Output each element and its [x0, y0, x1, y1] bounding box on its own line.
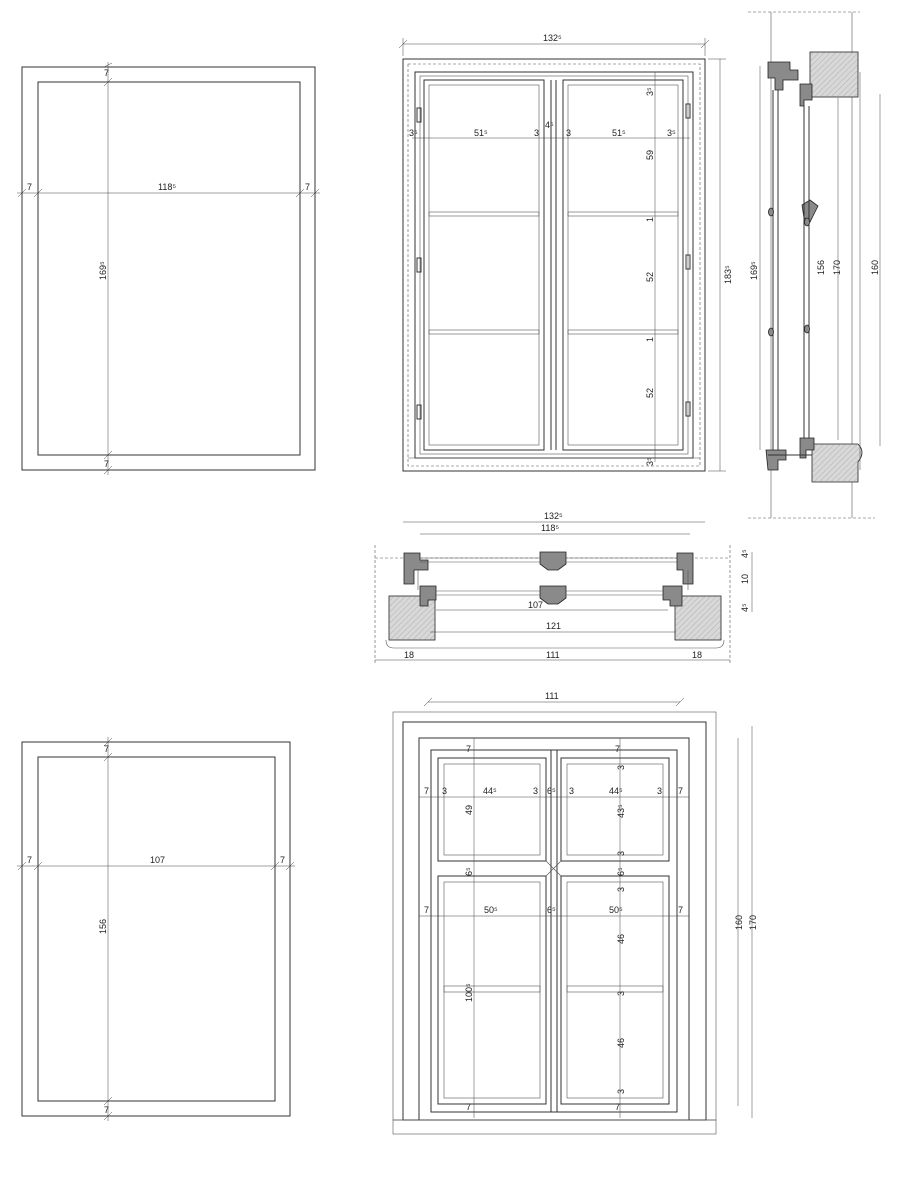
elev-b-r-u1: 3	[616, 765, 626, 770]
elev-b-l2: 3	[442, 786, 447, 796]
hsec-dim-d3: 4⁵	[740, 603, 750, 612]
plan-a-dim-height: 169⁵	[98, 261, 108, 280]
elev-b-mid-r: 6⁵	[616, 867, 626, 876]
elev-a-bar-2: 1	[645, 337, 655, 342]
elev-b-l1: 7	[424, 786, 429, 796]
plan-a-dim-right: 7	[305, 182, 310, 192]
elev-b-r-u2: 43⁵	[616, 804, 626, 818]
elev-a-sash-right: 51⁵	[612, 128, 626, 138]
hsec-dim-w2: 118⁵	[541, 523, 559, 533]
elev-b-top-l: 7	[466, 744, 471, 754]
elev-b-l8: 3	[657, 786, 662, 796]
plan-b-dim-width: 107	[150, 855, 165, 865]
elev-b-m2: 50⁵	[484, 905, 498, 915]
elev-a-top-margin: 3⁵	[645, 87, 655, 96]
elev-a-pane-1: 59	[645, 150, 655, 160]
vertical-section: 169⁵ 156 170 160	[748, 11, 881, 519]
elev-b-overall-width: 111	[545, 691, 559, 701]
elev-b-r-u3: 3	[616, 851, 626, 856]
elev-b-v-lower: 100⁵	[464, 983, 474, 1002]
plan-a-dim-bottom: 7	[104, 459, 109, 469]
vsec-dim-h3: 170	[832, 260, 842, 275]
elevation-b-casement: 111 7 7 7 7 7 3 44⁵ 3 6⁵	[392, 691, 758, 1135]
elevation-a-casement: 132⁵ 3⁵ 51⁵ 3 4⁵ 3 51⁵ 3⁵	[398, 33, 733, 472]
elev-a-left-margin: 3⁵	[409, 128, 418, 138]
elev-b-top-r: 7	[615, 744, 620, 754]
hsec-dim-w3: 107	[528, 600, 543, 610]
elev-a-jamb-b: 3	[566, 128, 571, 138]
elev-b-mid-l: 6⁵	[464, 867, 474, 876]
elev-a-overall-height: 183⁵	[723, 265, 733, 284]
horizontal-section: 132⁵ 118⁵ 107 121 18 11	[374, 511, 753, 665]
hsec-dim-s2: 111	[546, 650, 560, 660]
hsec-dim-d2: 10	[740, 574, 750, 584]
elev-b-v-upper: 49	[464, 805, 474, 815]
hsec-dim-w4: 121	[546, 621, 561, 631]
vsec-dim-h4: 160	[870, 260, 880, 275]
elev-b-l6: 3	[569, 786, 574, 796]
elev-a-pane-3: 52	[645, 388, 655, 398]
elev-b-h-160: 160	[734, 915, 744, 930]
plan-b-dim-left: 7	[27, 855, 32, 865]
elev-b-r-l4: 3	[616, 1089, 626, 1094]
elev-b-m3: 6⁵	[547, 905, 556, 915]
hsec-dim-w1: 132⁵	[544, 511, 563, 521]
elev-a-jamb-a: 3	[534, 128, 539, 138]
elev-b-l3: 44⁵	[483, 786, 497, 796]
vsec-dim-h1: 169⁵	[749, 261, 759, 280]
hsec-dim-d1: 4⁵	[740, 549, 750, 558]
elev-b-r-l1: 46	[616, 934, 626, 944]
elev-a-bar-1: 1	[645, 217, 655, 222]
elev-b-l9: 7	[678, 786, 683, 796]
plan-a-dim-top: 7	[104, 68, 109, 78]
elev-b-l5: 6⁵	[547, 786, 556, 796]
plan-a-dim-left: 7	[27, 182, 32, 192]
hsec-dim-s3: 18	[692, 650, 702, 660]
elev-b-bot-l: 7	[466, 1102, 471, 1112]
plan-a-dim-width: 118⁵	[158, 182, 176, 192]
plan-a-inner-frame	[37, 81, 301, 456]
elev-a-right-margin: 3⁵	[667, 128, 676, 138]
plan-b-dim-top: 7	[104, 744, 109, 754]
elev-b-r-l3: 46	[616, 1038, 626, 1048]
elev-b-m1: 7	[424, 905, 429, 915]
hsec-dim-s1: 18	[404, 650, 414, 660]
elev-b-m4: 50⁵	[609, 905, 623, 915]
plan-b-dim-right: 7	[280, 855, 285, 865]
elev-a-pane-2: 52	[645, 272, 655, 282]
elev-a-mullion: 4⁵	[545, 120, 554, 130]
vsec-dim-h2: 156	[816, 260, 826, 275]
elev-b-mid-r3: 3	[616, 887, 626, 892]
elev-a-sash-left: 51⁵	[474, 128, 488, 138]
elev-b-l7: 44⁵	[609, 786, 623, 796]
plan-b-opening: 7 7 7 7 107 156	[17, 737, 295, 1121]
plan-a-opening: 7 7 7 7 118⁵ 169⁵	[17, 62, 320, 475]
elev-b-l4: 3	[533, 786, 538, 796]
plan-a-outer-frame	[21, 66, 316, 471]
elev-a-overall-width: 132⁵	[543, 33, 562, 43]
elev-b-bot-r: 7	[615, 1102, 620, 1112]
plan-b-dim-bottom: 7	[104, 1105, 109, 1115]
elev-b-h-170: 170	[748, 915, 758, 930]
elev-b-r-l2: 3	[616, 991, 626, 996]
elev-b-m5: 7	[678, 905, 683, 915]
elev-a-bottom-margin: 3⁵	[645, 457, 655, 466]
plan-b-dim-height: 156	[98, 919, 108, 934]
